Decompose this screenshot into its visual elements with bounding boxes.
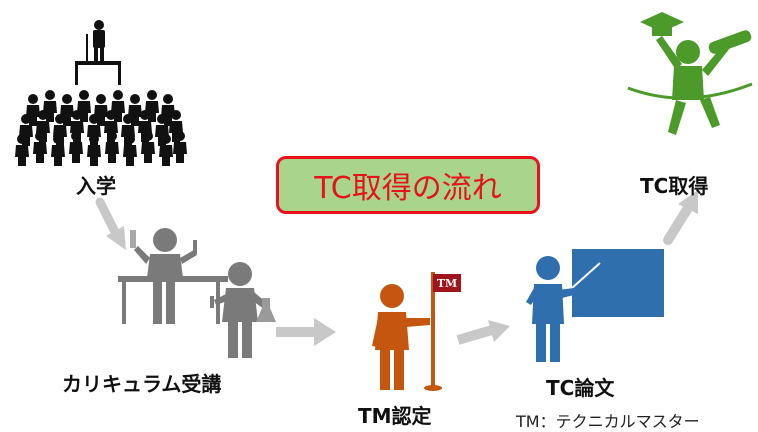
title-box: TC取得の流れ [276, 156, 540, 214]
audience-icon [15, 20, 187, 166]
diagram-title: TC取得の流れ [314, 171, 502, 206]
flag-label: TM [437, 277, 457, 290]
graduate-winner-icon [627, 12, 753, 135]
step-label-tm-cert: TM認定 [358, 404, 432, 428]
presenter-icon [526, 249, 664, 362]
flag-bearer-icon: TM [372, 272, 461, 391]
lab-workers-icon [118, 228, 276, 358]
arrow-tm-to-thesis [456, 320, 510, 345]
step-label-enroll: 入学 [76, 174, 116, 198]
footnote: TM：テクニカルマスター [516, 412, 700, 431]
arrow-thesis-to-tc [663, 190, 698, 245]
step-label-curriculum: カリキュラム受講 [62, 372, 222, 396]
step-label-tc-acquire: TC取得 [640, 174, 709, 198]
step-label-tc-thesis: TC論文 [546, 376, 615, 400]
arrow-curriculum-to-tm [276, 318, 336, 346]
arrow-enroll-to-curriculum [95, 197, 126, 250]
